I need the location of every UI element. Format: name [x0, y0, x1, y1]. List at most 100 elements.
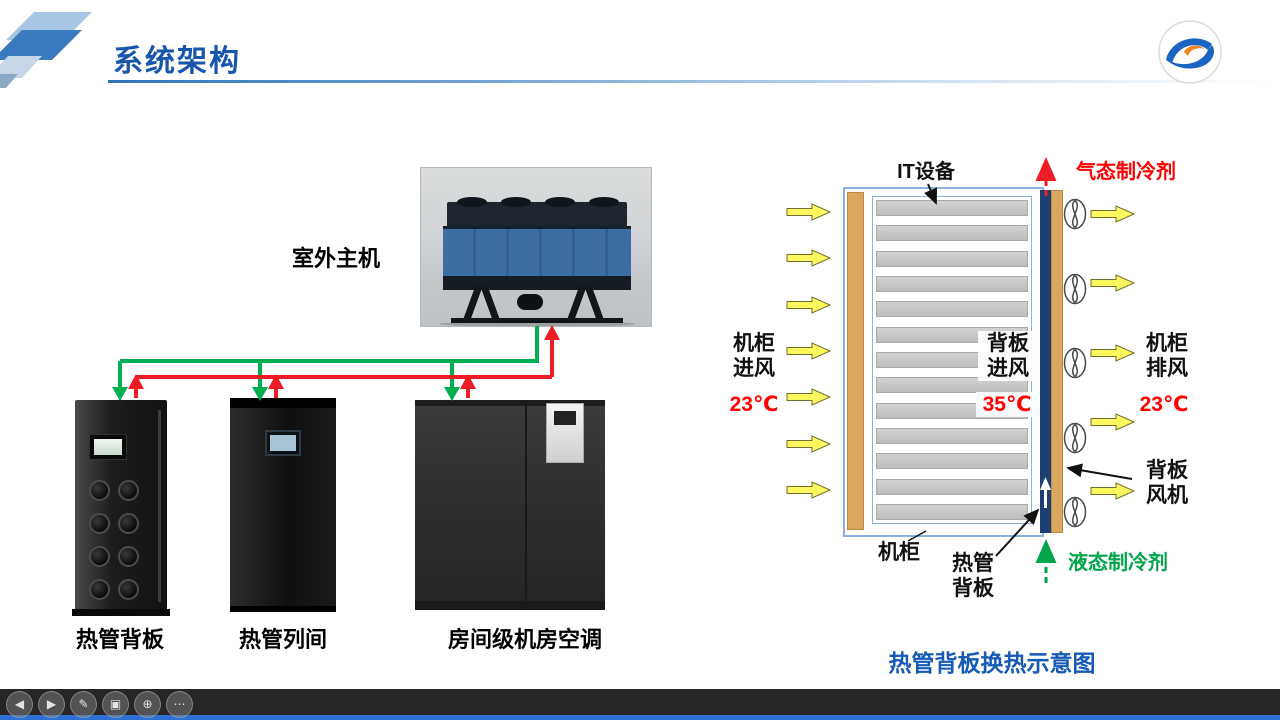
fan-hump-icon [457, 197, 487, 207]
outdoor-unit-photo [420, 167, 652, 327]
highlighter-button[interactable]: ▣ [102, 691, 129, 718]
unit-leg [463, 285, 482, 323]
server-slat [876, 377, 1028, 394]
server-slat [876, 200, 1028, 216]
zoom-button[interactable]: ⊕ [134, 691, 161, 718]
backplane-fan-line1: 背板 [1146, 459, 1188, 482]
backplane-inlet-label: 背板 进风 [978, 331, 1038, 381]
crac-top-strip [415, 400, 605, 406]
left-airflow-arrows [786, 203, 832, 499]
heat-pipe-inrow-cabinet-image [230, 398, 336, 612]
crac-display-screen [554, 411, 577, 425]
cabinet-label-backplane: 热管背板 [75, 627, 164, 652]
server-slat [876, 275, 1028, 292]
airflow-arrow-icon [786, 295, 832, 314]
server-slat [876, 301, 1028, 318]
pipe-port-icon [118, 513, 139, 534]
crac-control-panel [546, 403, 585, 463]
unit-skid [451, 318, 623, 323]
pipe-port-icon [89, 513, 110, 534]
airflow-arrow-icon [786, 388, 832, 407]
cabinet-outlet-label: 机柜 排风 [1134, 331, 1200, 381]
server-slat [876, 478, 1028, 495]
airflow-arrow-icon [786, 481, 832, 499]
fan-hump-icon [545, 197, 575, 207]
it-equipment-label: IT设备 [897, 161, 955, 183]
airflow-arrow-icon [1090, 274, 1136, 293]
prev-slide-button[interactable]: ◀ [6, 691, 33, 718]
bottom-bar [0, 689, 1280, 720]
unit-leg [481, 285, 500, 323]
pipe-port-icon [89, 579, 110, 600]
cabinet-display-screen [270, 435, 296, 451]
cabinet-plinth [72, 609, 170, 616]
page-title: 系统架构 [113, 45, 241, 78]
fan-icon [1063, 422, 1087, 453]
inlet-temperature: 23℃ [729, 393, 779, 416]
fan-icon [1063, 496, 1087, 528]
server-slat [876, 453, 1028, 470]
cabinet-inlet-line1: 机柜 [733, 332, 775, 355]
fan-icon [1063, 198, 1087, 230]
airflow-arrow-icon [786, 342, 832, 360]
cabinet-display [265, 430, 301, 456]
pipe-port-icon [118, 480, 139, 501]
heat-pipe-backplane-strip [1040, 190, 1051, 533]
backplane-fan-label: 背板 风机 [1134, 458, 1200, 508]
cabinet-label-crac: 房间级机房空调 [447, 627, 602, 652]
backplane-inlet-line1: 背板 [987, 332, 1029, 355]
unit-leg [567, 285, 586, 323]
cabinet-inlet-line2: 进风 [733, 357, 775, 380]
fan-hump-icon [501, 197, 531, 207]
more-button[interactable]: ⋯ [166, 691, 193, 718]
cabinet-label-inrow: 热管列间 [238, 627, 327, 652]
compressor [517, 294, 543, 310]
fan-hump-icon [589, 197, 619, 207]
rack-left-wall [847, 192, 864, 530]
cabinet-plinth [230, 606, 336, 612]
backplane-inlet-temperature: 35℃ [976, 392, 1038, 417]
heat-pipe-backplane-cabinet-image [72, 400, 170, 616]
unit-body [443, 226, 631, 281]
backplane-frame-strip [1051, 190, 1063, 533]
outdoor-unit-label: 室外主机 [292, 246, 381, 271]
pen-button[interactable]: ✎ [70, 691, 97, 718]
crac-base [415, 601, 605, 610]
backplane-bottom-label: 热管 背板 [946, 551, 1000, 601]
pipe-port-icon [89, 480, 110, 501]
header-logo-icon [0, 12, 92, 88]
pipe-port-icon [89, 546, 110, 567]
cabinet-hinge [158, 410, 161, 602]
backplane-bottom-line1: 热管 [952, 552, 994, 575]
server-slat [876, 225, 1028, 242]
fan-icon [1063, 347, 1087, 379]
airflow-arrow-icon [1090, 205, 1136, 223]
cabinet-bezel [230, 398, 336, 408]
airflow-arrow-icon [786, 203, 832, 221]
cabinet-outlet-line1: 机柜 [1146, 332, 1188, 355]
cabinet-bottom-label: 机柜 [878, 541, 920, 564]
airflow-arrow-icon [1090, 343, 1136, 362]
exhaust-arrows [1090, 205, 1136, 500]
server-slat [876, 503, 1028, 520]
server-slat [876, 427, 1028, 444]
fan-column [1063, 198, 1087, 528]
airflow-arrow-icon [1090, 482, 1136, 500]
diagram-caption: 热管背板换热示意图 [888, 650, 1096, 676]
room-crac-unit-image [415, 400, 605, 610]
liquid-refrigerant-label: 液态制冷剂 [1068, 552, 1168, 574]
pipe-port-icon [118, 579, 139, 600]
next-slide-button[interactable]: ▶ [38, 691, 65, 718]
company-logo-icon [1158, 20, 1222, 84]
cabinet-display-screen [94, 439, 122, 455]
cabinet-outlet-line2: 排风 [1146, 357, 1188, 380]
airflow-arrow-icon [1090, 412, 1136, 431]
presenter-toolbar: ◀ ▶ ✎ ▣ ⊕ ⋯ [6, 691, 193, 718]
bottom-accent-line [0, 715, 1280, 720]
fan-icon [1063, 273, 1087, 304]
unit-leg [585, 285, 604, 323]
unit-base [443, 276, 631, 290]
cabinet-display [89, 434, 127, 460]
